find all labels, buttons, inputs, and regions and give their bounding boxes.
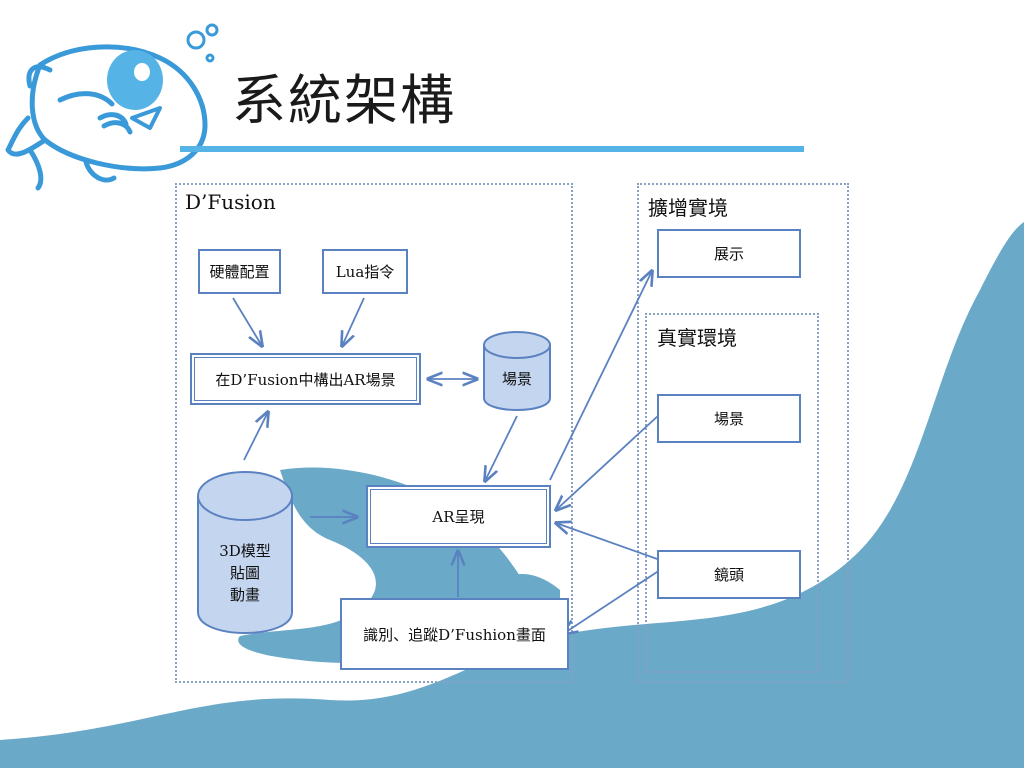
lua-command-node: Lua指令 (322, 249, 408, 294)
scene-db-cylinder (483, 331, 551, 411)
real-scene-node: 場景 (657, 394, 801, 443)
arrow-real-scene-to-ar (556, 413, 661, 510)
hardware-config-node: 硬體配置 (198, 249, 281, 294)
build-ar-scene-node: 在D’Fusion中構出AR場景 (190, 353, 421, 405)
slide-title: 系統架構 (232, 69, 456, 132)
fish-logo (5, 23, 219, 191)
arrow-camera-to-recognize (563, 569, 661, 634)
model-database-line-3: 動畫 (229, 586, 260, 604)
arrow-model-to-build (243, 412, 268, 461)
scene-database-label: 場景 (501, 370, 532, 388)
recognize-track-node: 識別、追蹤D’Fushion畫面 (340, 598, 569, 670)
arrow-lua-to-build (342, 297, 365, 346)
arrow-scene-db-to-ar (485, 415, 518, 481)
dfusion-group-label: D’Fusion (185, 190, 276, 214)
model-database-line-2: 貼圖 (229, 564, 260, 582)
arrow-camera-to-ar (556, 523, 661, 561)
camera-node: 鏡頭 (657, 550, 801, 599)
model-database-line-1: 3D模型 (219, 542, 271, 560)
augmented-reality-group-label: 擴增實境 (648, 196, 728, 220)
real-environment-group-label: 真實環境 (657, 326, 737, 350)
augmented-reality-group (637, 183, 849, 683)
arrow-ar-to-show (549, 271, 652, 481)
ar-display-node: AR呈現 (366, 485, 551, 548)
show-node: 展示 (657, 229, 801, 278)
arrow-hardware-to-build (232, 297, 262, 346)
model-database-label: 3D模型 貼圖 動畫 (198, 540, 292, 606)
bubbles-icon (186, 23, 219, 63)
title-underline (180, 146, 804, 152)
model-db-cylinder (197, 471, 293, 634)
real-environment-group (645, 313, 819, 673)
